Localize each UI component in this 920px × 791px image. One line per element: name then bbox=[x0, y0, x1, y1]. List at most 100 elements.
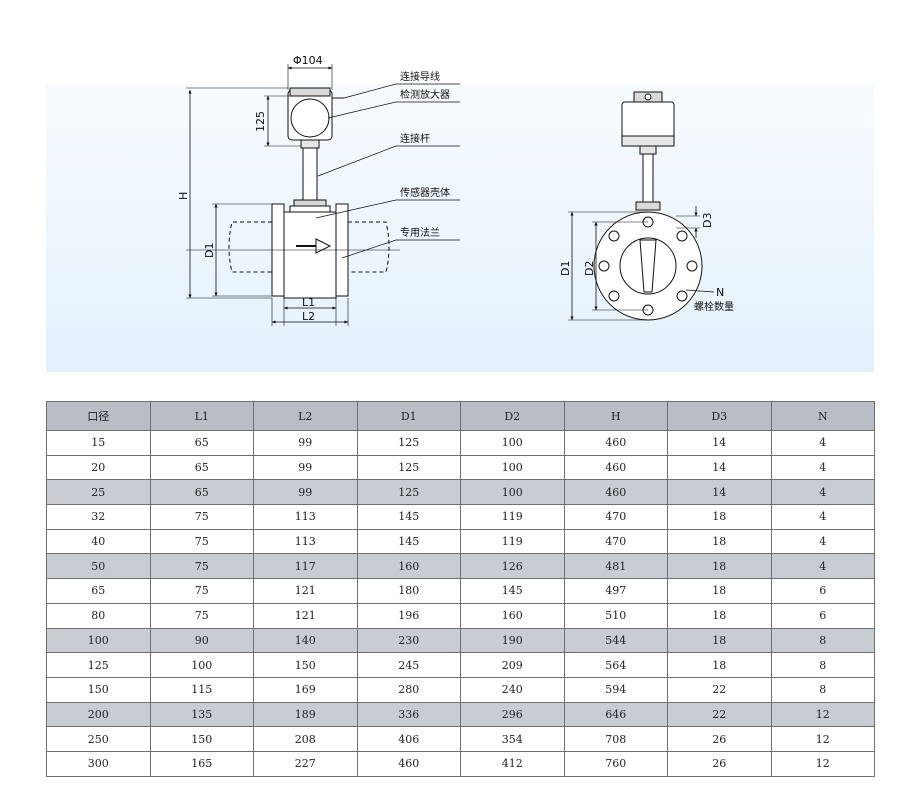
table-cell: 121 bbox=[253, 602, 358, 629]
table-cell: 594 bbox=[563, 676, 668, 703]
leader-flange bbox=[341, 239, 460, 259]
table-cell: 460 bbox=[563, 479, 668, 506]
pipe-left bbox=[228, 221, 272, 273]
table-cell: 4 bbox=[770, 553, 875, 580]
table-cell: 125 bbox=[356, 454, 461, 481]
table-cell: 160 bbox=[356, 553, 461, 580]
table-cell: 460 bbox=[563, 430, 668, 456]
table-cell: 4 bbox=[770, 454, 875, 481]
table-cell: 300 bbox=[46, 750, 151, 777]
table-cell: 460 bbox=[356, 750, 461, 777]
label-dim-L2: L2 bbox=[302, 310, 315, 323]
table-cell: 4 bbox=[770, 479, 875, 506]
table-cell: 354 bbox=[460, 726, 565, 752]
table-cell: 22 bbox=[667, 676, 772, 703]
table-cell: 280 bbox=[356, 676, 461, 703]
front-rod-base bbox=[635, 201, 661, 211]
flow-arrow bbox=[315, 238, 332, 254]
header-cell: H bbox=[563, 401, 668, 431]
neck bbox=[300, 139, 320, 149]
table-cell: 125 bbox=[356, 430, 461, 456]
table-cell: 99 bbox=[253, 454, 358, 481]
rod-base-plate bbox=[289, 205, 331, 213]
header-cell: D3 bbox=[667, 401, 772, 431]
front-neck bbox=[639, 145, 657, 155]
table-cell: 145 bbox=[460, 578, 565, 604]
table-cell: 119 bbox=[460, 504, 565, 530]
table-cell: 75 bbox=[149, 578, 254, 604]
callout-amplifier: 检测放大器 bbox=[400, 88, 450, 101]
table-cell: 227 bbox=[253, 750, 358, 777]
table-cell: 145 bbox=[356, 528, 461, 555]
bolt-hole bbox=[676, 230, 688, 242]
amplifier-cap bbox=[289, 87, 331, 97]
table-cell: 190 bbox=[460, 627, 565, 654]
table-cell: 15 bbox=[46, 430, 151, 456]
table-cell: 4 bbox=[770, 504, 875, 530]
table-cell: 18 bbox=[667, 504, 772, 530]
callout-flange: 专用法兰 bbox=[400, 226, 440, 239]
front-head-screw bbox=[644, 93, 652, 101]
technical-drawing: Φ104 125 H D1 L1 L2 连接导线 检测放大器 连接杆 传感器壳体… bbox=[177, 54, 734, 326]
table-cell: 760 bbox=[563, 750, 668, 777]
table-cell: 22 bbox=[667, 701, 772, 728]
label-dim-D3: D3 bbox=[701, 213, 714, 228]
front-view bbox=[568, 91, 715, 321]
front-head-band bbox=[621, 135, 675, 147]
table-header-row: 口径 L1 L2 D1 D2 H D3 N bbox=[46, 401, 875, 431]
table-cell: 708 bbox=[563, 726, 668, 752]
label-dim-D1-side: D1 bbox=[203, 243, 216, 258]
callout-housing: 传感器壳体 bbox=[400, 186, 450, 199]
label-bolt-N: N bbox=[716, 286, 724, 299]
table-cell: 32 bbox=[46, 504, 151, 530]
table-cell: 497 bbox=[563, 578, 668, 604]
label-dim-125: 125 bbox=[254, 111, 267, 132]
table-cell: 12 bbox=[770, 726, 875, 752]
table-cell: 510 bbox=[563, 602, 668, 629]
table-cell: 180 bbox=[356, 578, 461, 604]
table-cell: 8 bbox=[770, 676, 875, 703]
amplifier-window bbox=[290, 98, 330, 138]
table-cell: 75 bbox=[149, 504, 254, 530]
leader-rod bbox=[317, 145, 460, 177]
pipe-right bbox=[348, 221, 390, 273]
table-cell: 14 bbox=[667, 430, 772, 456]
connecting-rod bbox=[302, 147, 318, 201]
table-cell: 336 bbox=[356, 701, 461, 728]
bolt-hole bbox=[608, 230, 620, 242]
table-cell: 135 bbox=[149, 701, 254, 728]
table-cell: 646 bbox=[563, 701, 668, 728]
callout-wire: 连接导线 bbox=[400, 70, 440, 83]
callout-rod: 连接杆 bbox=[400, 132, 430, 145]
table-cell: 14 bbox=[667, 454, 772, 481]
bluff-body bbox=[639, 239, 657, 293]
header-cell: D1 bbox=[356, 401, 461, 431]
table-cell: 25 bbox=[46, 479, 151, 506]
table-cell: 100 bbox=[46, 627, 151, 654]
side-view bbox=[186, 64, 460, 326]
table-cell: 126 bbox=[460, 553, 565, 580]
table-cell: 245 bbox=[356, 652, 461, 678]
table-cell: 99 bbox=[253, 430, 358, 456]
table-cell: 100 bbox=[460, 479, 565, 506]
sensor-body bbox=[283, 211, 337, 299]
header-cell: L2 bbox=[253, 401, 358, 431]
header-cell: N bbox=[770, 401, 875, 431]
table-cell: 12 bbox=[770, 701, 875, 728]
label-dim-L1: L1 bbox=[302, 296, 315, 309]
table-cell: 406 bbox=[356, 726, 461, 752]
table-cell: 100 bbox=[460, 430, 565, 456]
table-cell: 208 bbox=[253, 726, 358, 752]
table-cell: 18 bbox=[667, 627, 772, 654]
table-cell: 20 bbox=[46, 454, 151, 481]
table-cell: 18 bbox=[667, 578, 772, 604]
table-cell: 196 bbox=[356, 602, 461, 629]
